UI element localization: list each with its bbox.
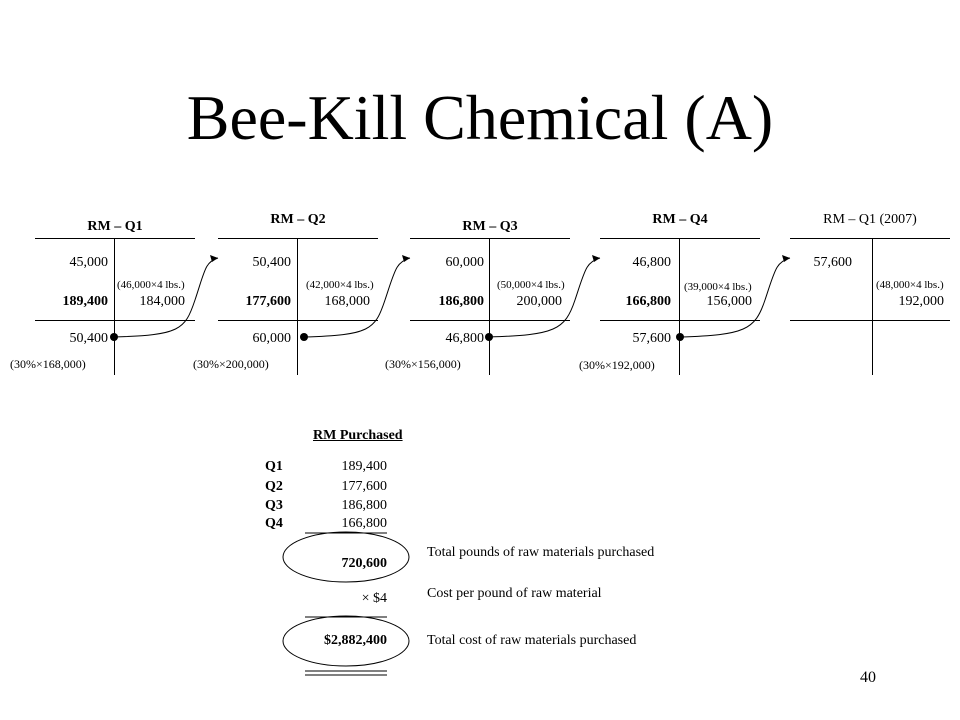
credit-note: (50,000×4 lbs.) [497,279,565,291]
purchased-title: RM Purchased [313,428,403,443]
ending-balance: 57,600 [632,331,672,346]
beginning-balance: 57,600 [813,255,853,270]
quarter-value: 186,800 [341,498,388,513]
total-pounds-note: Total pounds of raw materials purchased [427,545,655,560]
debit-purchases: 186,800 [438,294,485,309]
quarter-label: Q1 [265,459,283,474]
account-title: RM – Q4 [652,212,708,227]
connector-q4-q1-2007 [676,255,791,341]
t-account-balance-line [35,320,195,321]
beginning-balance: 45,000 [69,255,109,270]
ending-note: (30%×192,000) [579,358,655,372]
t-account-top-line [410,238,570,239]
cost-per-pound-note: Cost per pound of raw material [427,586,602,601]
t-account-balance-line [790,320,950,321]
quarter-label: Q3 [265,498,283,513]
debit-purchases: 177,600 [245,294,292,309]
connector-q1-q2 [110,255,219,341]
account-title: RM – Q2 [270,212,326,227]
credit-usage: 156,000 [706,294,753,309]
total-cost: $2,882,400 [324,633,387,648]
t-account-top-line [790,238,950,239]
credit-usage: 200,000 [516,294,563,309]
ending-balance: 46,800 [445,331,485,346]
connector-q3-q4 [485,255,601,341]
beginning-balance: 46,800 [632,255,672,270]
credit-note: (39,000×4 lbs.) [684,281,752,293]
account-title: RM – Q3 [462,219,518,234]
quarter-value: 166,800 [341,516,388,531]
debit-purchases: 189,400 [62,294,109,309]
slide-title: Bee-Kill Chemical (A) [186,82,774,153]
quarter-label: Q2 [265,479,283,494]
account-title: RM – Q1 [87,219,143,234]
total-cost-note: Total cost of raw materials purchased [427,633,637,648]
credit-usage: 192,000 [898,294,945,309]
t-account-balance-line [600,320,760,321]
account-title: RM – Q1 (2007) [823,212,917,227]
t-account-balance-line [218,320,378,321]
credit-usage: 184,000 [139,294,186,309]
ending-balance: 50,400 [69,331,109,346]
credit-note: (48,000×4 lbs.) [876,279,944,291]
ending-note: (30%×156,000) [385,357,461,371]
page-number: 40 [860,669,876,686]
ending-note: (30%×168,000) [10,357,86,371]
t-account-divider [679,238,680,375]
t-account-divider [872,238,873,375]
quarter-value: 189,400 [341,459,388,474]
t-account-top-line [600,238,760,239]
total-pounds: 720,600 [341,556,388,571]
credit-usage: 168,000 [324,294,371,309]
beginning-balance: 50,400 [252,255,292,270]
total-ellipse [282,531,410,583]
t-account-top-line [35,238,195,239]
t-account-divider [297,238,298,375]
beginning-balance: 60,000 [445,255,485,270]
t-account-top-line [218,238,378,239]
connector-q2-q3 [300,255,411,341]
ending-balance: 60,000 [252,331,292,346]
t-account-divider [114,238,115,375]
quarter-label: Q4 [265,516,283,531]
cost-multiplier: × $4 [361,591,387,606]
cost-ellipse [282,615,410,667]
quarter-value: 177,600 [341,479,388,494]
credit-note: (42,000×4 lbs.) [306,279,374,291]
credit-note: (46,000×4 lbs.) [117,279,185,291]
ending-note: (30%×200,000) [193,357,269,371]
debit-purchases: 166,800 [625,294,672,309]
t-account-divider [489,238,490,375]
t-account-balance-line [410,320,570,321]
